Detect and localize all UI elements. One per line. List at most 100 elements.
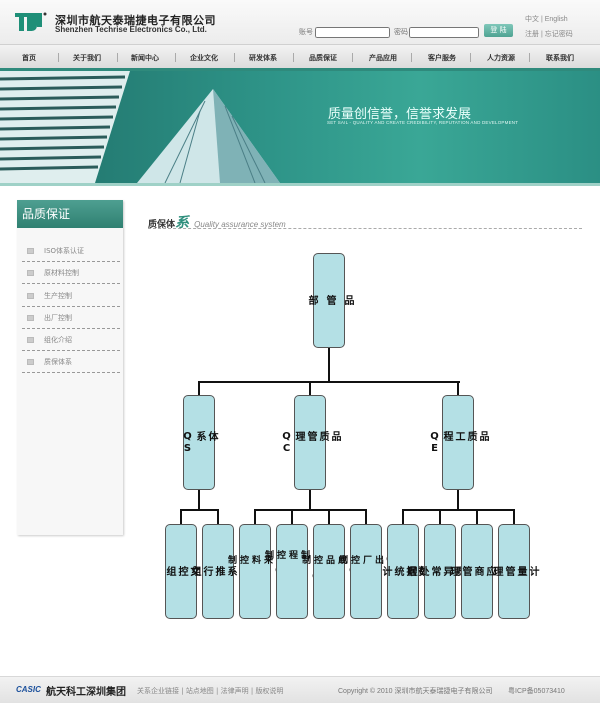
connector-line — [217, 509, 219, 525]
nav-separator — [529, 53, 530, 62]
connector-line — [198, 381, 200, 396]
nav-about[interactable]: 关于我们 — [73, 54, 101, 62]
org-node-qs: 体 系 QS — [182, 395, 217, 490]
company-name-cn: 深圳市航天泰瑞捷电子有限公司 — [55, 14, 216, 27]
lang-chinese-link[interactable]: 中文 — [525, 16, 539, 23]
connector-line — [309, 381, 311, 396]
org-node-label: 计 量 管 理 — [491, 566, 538, 577]
banner-subtitle: SET SAIL - QUALITY AND CREATE CREDIBILIT… — [327, 120, 519, 125]
account-input[interactable] — [315, 27, 390, 38]
forgot-password-link[interactable]: 忘记密码 — [544, 31, 573, 38]
banner-divider — [0, 183, 600, 186]
sidebar-item-production[interactable]: 生产控制 — [22, 285, 120, 307]
connector-line — [180, 509, 218, 511]
nav-separator — [293, 53, 294, 62]
footer-link-copyright[interactable]: 版权说明 — [255, 687, 284, 695]
nav-service[interactable]: 客户服务 — [428, 54, 456, 62]
connector-line — [457, 490, 459, 510]
account-links: 注册 | 忘记密码 — [525, 29, 573, 39]
login-button[interactable]: 登 陆 — [484, 24, 513, 37]
footer-icp[interactable]: 粤ICP备05073410 — [508, 688, 565, 695]
nav-contact[interactable]: 联系我们 — [546, 54, 574, 62]
org-node-anomaly-handling: 品 质 异 常 处 理 — [405, 524, 476, 619]
sidebar-item-raw-material[interactable]: 原材料控制 — [22, 262, 120, 284]
org-node-supplier-mgmt: 供 应 商 管 理 — [448, 524, 507, 619]
page-title-accent: 系 — [175, 215, 190, 231]
org-node-label: 品 质 管 理 QC — [281, 430, 340, 455]
page-title: 质保体系 Quality assurance system — [148, 212, 286, 232]
site-header: 深圳市航天泰瑞捷电子有限公司 Shenzhen Techrise Electro… — [0, 0, 600, 44]
hero-banner: 质量创信誉，信誉求发展 SET SAIL - QUALITY AND CREAT… — [0, 71, 600, 183]
sidebar-item-org-intro[interactable]: 组化介绍 — [22, 329, 120, 351]
nav-products[interactable]: 产品应用 — [369, 54, 397, 62]
connector-line — [198, 381, 460, 383]
connector-line — [457, 381, 459, 396]
bullet-icon — [27, 337, 34, 343]
connector-line — [180, 509, 182, 525]
sidebar-item-label: 原材料控制 — [44, 269, 79, 277]
connector-line — [365, 509, 367, 525]
sidebar-item-outgoing[interactable]: 出厂控制 — [22, 307, 120, 329]
casic-logo-icon: CASIC — [16, 685, 41, 694]
bullet-icon — [27, 293, 34, 299]
nav-separator — [470, 53, 471, 62]
connector-line — [513, 509, 515, 525]
nav-separator — [352, 53, 353, 62]
org-node-quality-dept: 品 管 部 — [306, 253, 353, 348]
org-node-label: 品 管 部 — [306, 295, 353, 306]
connector-line — [402, 509, 404, 525]
connector-line — [439, 509, 441, 525]
register-link[interactable]: 注册 — [525, 31, 539, 38]
nav-culture[interactable]: 企业文化 — [190, 54, 218, 62]
org-node-iqc: IQC 来 料 控 制 — [226, 524, 284, 619]
connector-line — [254, 509, 367, 511]
org-node-doc-control: 文 控 组 — [164, 524, 199, 619]
sidebar-item-label: 组化介绍 — [44, 336, 72, 344]
connector-line — [309, 490, 311, 510]
org-node-label: 文 控 组 — [164, 566, 199, 577]
buildings-image-icon — [0, 71, 280, 183]
nav-rnd[interactable]: 研发体系 — [249, 54, 277, 62]
main-navigation: 首页 关于我们 新闻中心 企业文化 研发体系 品质保证 产品应用 客户服务 人力… — [0, 44, 600, 68]
nav-quality[interactable]: 品质保证 — [309, 54, 337, 62]
nav-news[interactable]: 新闻中心 — [131, 54, 159, 62]
connector-line — [328, 348, 330, 382]
sidebar-item-qa-system[interactable]: 质保体系 — [22, 351, 120, 373]
page-title-en: Quality assurance system — [194, 220, 286, 229]
org-node-metrology-mgmt: 计 量 管 理 — [491, 524, 538, 619]
sidebar-item-iso[interactable]: ISO体系认证 — [22, 240, 120, 262]
org-node-label: 数 据 统 计 — [380, 566, 427, 577]
separator: | — [540, 31, 543, 38]
language-links: 中文 | English — [525, 14, 568, 24]
page-title-cn: 质保体 — [148, 220, 176, 230]
footer-link-sitemap[interactable]: 站点地图 — [185, 687, 214, 695]
nav-separator — [58, 53, 59, 62]
password-label: 密码 — [394, 28, 408, 36]
footer-link-legal[interactable]: 法律声明 — [220, 687, 249, 695]
org-node-label: 品 质 工 程 QE — [429, 430, 488, 455]
company-logo-icon[interactable] — [15, 12, 47, 32]
org-node-qc: 品 质 管 理 QC — [281, 395, 340, 490]
sidebar: 品质保证 ISO体系认证 原材料控制 生产控制 出厂控制 组化介绍 质保体系 — [17, 200, 123, 535]
nav-divider — [0, 68, 600, 71]
footer-links: 关系企业链接 | 站点地图 | 法律声明 | 版权说明 — [137, 687, 284, 695]
sidebar-item-label: 生产控制 — [44, 292, 72, 300]
nav-home[interactable]: 首页 — [22, 54, 36, 62]
banner-slogan: 质量创信誉，信誉求发展 — [328, 107, 472, 122]
footer-group-name: 航天科工深圳集团 — [46, 687, 126, 698]
connector-line — [291, 509, 293, 525]
sidebar-item-label: 质保体系 — [44, 358, 72, 366]
org-node-oqc: OQC 出 厂 控 制 — [337, 524, 395, 619]
org-node-label: 体 系 QS — [182, 430, 217, 455]
footer-copyright: Copyright © 2010 深圳市航天泰瑞捷电子有限公司 — [338, 688, 493, 695]
bullet-icon — [27, 359, 34, 365]
password-input[interactable] — [409, 27, 479, 38]
org-node-fqc: FQC 成 品 控 制 — [300, 524, 358, 619]
nav-separator — [411, 53, 412, 62]
sidebar-title: 品质保证 — [17, 200, 123, 228]
connector-line — [198, 490, 200, 510]
footer-link-partners[interactable]: 关系企业链接 — [137, 687, 179, 695]
lang-english-link[interactable]: English — [544, 16, 568, 23]
nav-hr[interactable]: 人力资源 — [487, 54, 515, 62]
sidebar-item-label: 出厂控制 — [44, 314, 72, 322]
